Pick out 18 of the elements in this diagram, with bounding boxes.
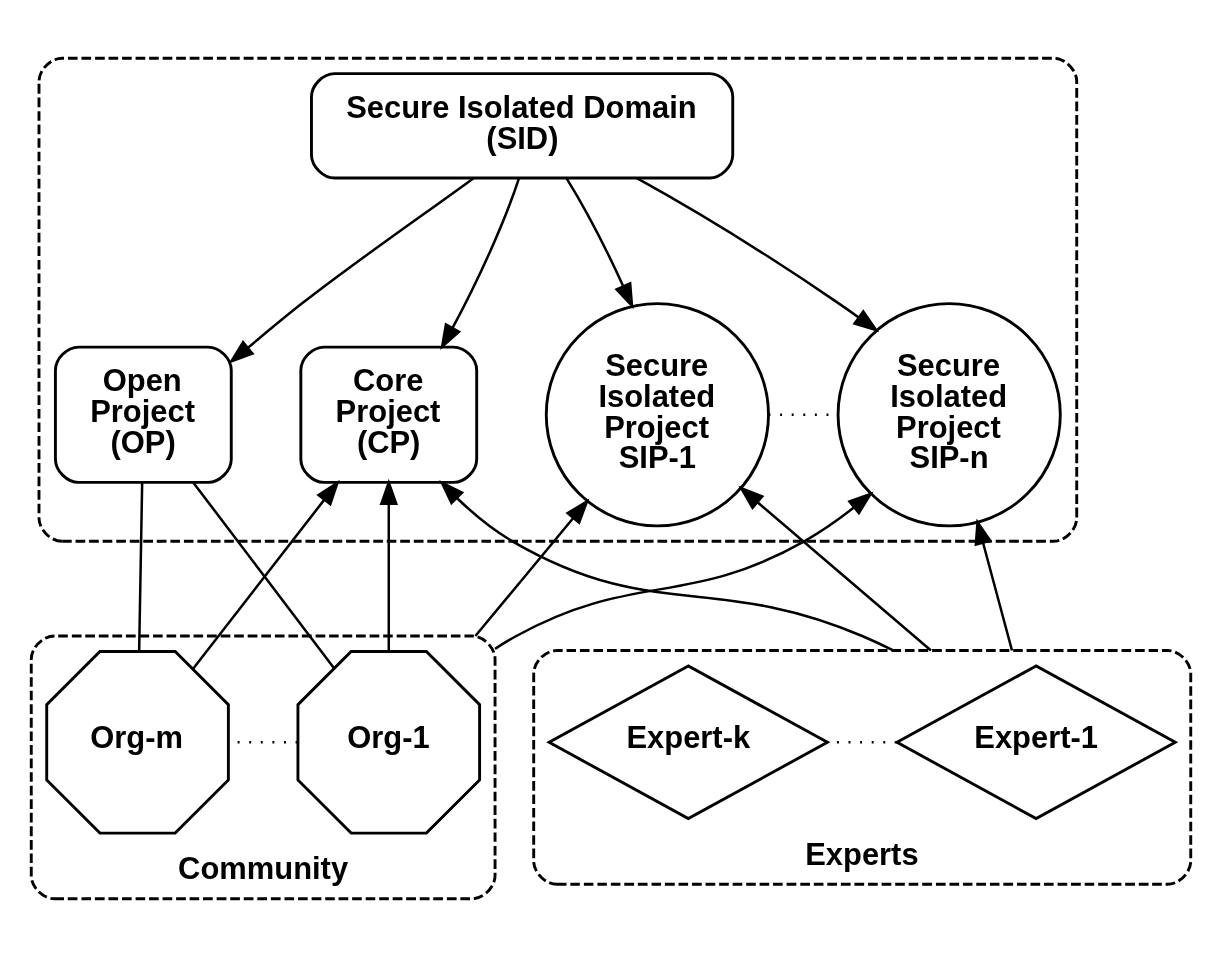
connector (137, 482, 144, 651)
node-circle: Secure Isolated Project SIP-n (836, 301, 1062, 527)
node-diamond: Expert-k (546, 663, 831, 820)
arrow (636, 176, 880, 332)
arrow (379, 478, 398, 651)
arrow (440, 177, 521, 350)
arrow (738, 485, 932, 651)
arrow (494, 490, 874, 650)
arrow (565, 177, 634, 309)
cluster (37, 56, 1079, 543)
arrow (474, 498, 590, 637)
node-box: Open Project (OP) (53, 345, 233, 484)
node-box: Secure Isolated Domain (SID) (310, 71, 735, 179)
node-diamond: Expert-1 (894, 663, 1179, 820)
arrow (439, 479, 894, 652)
arrow (228, 176, 475, 364)
node-box: Core Project (CP) (299, 345, 479, 484)
arrow (974, 518, 1014, 651)
